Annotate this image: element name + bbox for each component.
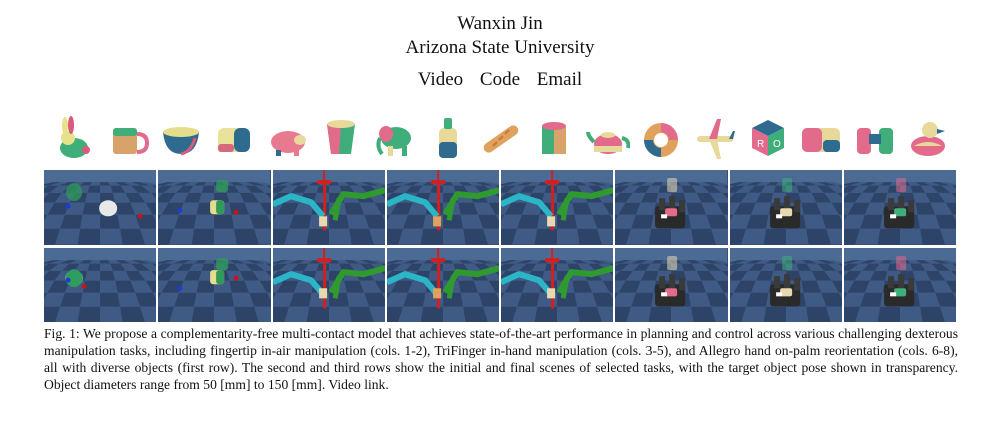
scene-r1-c3 <box>272 170 385 245</box>
scene-r1-c6 <box>615 170 728 245</box>
bowl-icon <box>159 114 203 162</box>
duck-icon <box>906 114 950 162</box>
video-link-inline[interactable]: Video link <box>328 377 386 392</box>
svg-text:R: R <box>757 139 764 150</box>
scene-r1-c8 <box>843 170 956 245</box>
scene-r2-c6 <box>615 247 728 322</box>
bottle-icon <box>426 114 470 162</box>
mug-icon <box>105 114 150 162</box>
box-icon <box>212 114 256 162</box>
scene-r1-c4 <box>386 170 499 245</box>
svg-text:O: O <box>773 139 781 150</box>
bread-icon <box>479 114 523 162</box>
paper-header: Wanxin Jin Arizona State University Vide… <box>0 12 1000 92</box>
figure-caption: Fig. 1: We propose a complementarity-fre… <box>44 325 958 393</box>
scene-r2-c2 <box>158 247 271 322</box>
elephant-icon <box>372 114 416 162</box>
airplane-icon <box>693 114 737 162</box>
scene-r2-c5 <box>501 247 614 322</box>
scene-r2-c4 <box>386 247 499 322</box>
scene-r1-c1 <box>44 170 157 245</box>
bunny-icon <box>52 114 96 162</box>
donut-icon <box>639 114 683 162</box>
scene-r2-c1 <box>44 247 157 322</box>
caption-end: . <box>385 377 389 392</box>
can-icon <box>532 114 576 162</box>
author-name: Wanxin Jin <box>457 13 543 34</box>
cushion-icon <box>799 114 843 162</box>
figure-label: Fig. 1: <box>44 326 80 341</box>
video-link[interactable]: Video <box>417 69 464 90</box>
email-link[interactable]: Email <box>536 69 583 90</box>
project-links: Video Code Email <box>0 68 1000 92</box>
scene-r2-c7 <box>729 247 842 322</box>
scene-r2-c3 <box>272 247 385 322</box>
author-affiliation: Arizona State University <box>405 37 595 58</box>
scene-r1-c2 <box>158 170 271 245</box>
scene-grid <box>44 170 956 322</box>
scene-r1-c5 <box>501 170 614 245</box>
caption-text: We propose a complementarity-free multi-… <box>44 326 958 392</box>
teapot-icon <box>585 114 630 162</box>
code-link[interactable]: Code <box>479 69 520 90</box>
piggy-icon <box>266 114 310 162</box>
binoculars-icon <box>853 114 897 162</box>
scene-r1-c7 <box>729 170 842 245</box>
scene-r2-c8 <box>843 247 956 322</box>
cup-icon <box>319 114 363 162</box>
